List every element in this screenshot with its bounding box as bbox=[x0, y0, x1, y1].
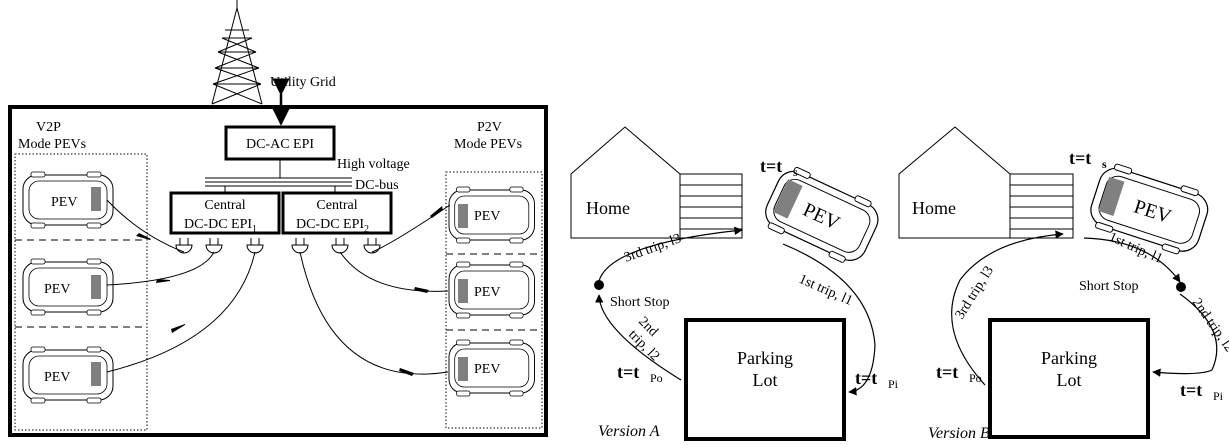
parking-label-a-1: Parking bbox=[737, 348, 793, 368]
trip2-path-b bbox=[1152, 293, 1218, 377]
v2p-pev-3: PEV bbox=[22, 346, 114, 404]
short-stop-dot-b bbox=[1176, 282, 1186, 292]
epi2-sub: 2 bbox=[364, 224, 369, 235]
v2p-pev-1: PEV bbox=[22, 171, 114, 229]
home-label-b: Home bbox=[912, 198, 956, 218]
tpi-sub-b: Pi bbox=[1213, 389, 1224, 403]
p2v-label-1: P2V bbox=[477, 120, 502, 135]
tpo-sub-b: Po bbox=[969, 371, 982, 385]
dc-dc-epi2-box bbox=[281, 191, 393, 235]
p2v-pev-1: PEV bbox=[448, 186, 535, 244]
home-label-a: Home bbox=[586, 198, 630, 218]
parking-label-a-2: Lot bbox=[753, 370, 778, 390]
trip3-path-a bbox=[598, 226, 743, 282]
pev-label: PEV bbox=[474, 362, 500, 377]
short-stop-label-a: Short Stop bbox=[610, 295, 670, 310]
pev-label: PEV bbox=[44, 370, 70, 385]
v2p-label-1: V2P bbox=[36, 120, 61, 135]
p2v-arrowheads bbox=[399, 206, 443, 376]
charging-plugs bbox=[175, 238, 381, 254]
ts-label-b: t=t bbox=[1069, 148, 1091, 168]
tpi-label-a: t=t bbox=[855, 368, 877, 388]
v2p-label-2: Mode PEVs bbox=[18, 137, 86, 152]
parking-label-b-1: Parking bbox=[1041, 348, 1097, 368]
dc-dc-epi1-box bbox=[169, 191, 281, 235]
network-diagram: Utility Grid DC-AC EPI High voltage DC-b… bbox=[8, 0, 548, 437]
epi1-label: DC-DC EPI bbox=[184, 217, 252, 232]
pev-label: PEV bbox=[51, 195, 77, 210]
p2v-pev-3: PEV bbox=[448, 339, 535, 397]
short-stop-label-b: Short Stop bbox=[1079, 279, 1139, 294]
trip2-label-b: 2nd trip, l2 bbox=[1189, 296, 1229, 355]
p2v-label-2: Mode PEVs bbox=[454, 137, 522, 152]
p2v-pev-2: PEV bbox=[448, 261, 535, 319]
trip1-path-a bbox=[782, 243, 876, 396]
trip1-path-b bbox=[1083, 237, 1181, 283]
pev-label: PEV bbox=[474, 209, 500, 224]
dc-bus-label: DC-bus bbox=[355, 178, 399, 193]
trip2-path-a bbox=[595, 294, 682, 381]
tpi-sub-a: Pi bbox=[888, 377, 899, 391]
parking-lot-box-b bbox=[988, 318, 1150, 439]
parking-label-b-2: Lot bbox=[1057, 370, 1082, 390]
dc-bus bbox=[205, 177, 352, 187]
pev-car-a: PEV bbox=[758, 161, 886, 270]
parking-lot-box-a bbox=[684, 318, 846, 441]
epi1-sub: 1 bbox=[252, 224, 257, 235]
epi2-central-label: Central bbox=[316, 198, 357, 213]
trip1-label-a: 1st trip, l1 bbox=[796, 272, 854, 309]
epi2-label: DC-DC EPI bbox=[296, 217, 364, 232]
utility-grid-label: Utility Grid bbox=[270, 75, 336, 90]
v2p-zone bbox=[14, 153, 148, 431]
dc-ac-epi-label: DC-AC EPI bbox=[246, 137, 314, 152]
version-b-diagram: Home PEV t=t s Parking Lot Short Stop 1s… bbox=[898, 126, 1229, 442]
p2v-zone bbox=[445, 171, 543, 429]
epi1-central-label: Central bbox=[204, 198, 245, 213]
v2p-connections bbox=[106, 199, 256, 373]
high-voltage-label: High voltage bbox=[337, 157, 410, 172]
pev-car-b: PEV bbox=[1084, 159, 1214, 260]
system-frame bbox=[8, 105, 548, 437]
home-building-icon bbox=[570, 126, 743, 239]
v2p-arrowheads bbox=[136, 233, 185, 333]
pev-label: PEV bbox=[474, 285, 500, 300]
ts-sub-a: s bbox=[793, 165, 798, 179]
trip3-label-b: 3rd trip, l3 bbox=[953, 264, 997, 322]
tpo-label-b: t=t bbox=[936, 362, 958, 382]
tpo-sub-a: Po bbox=[650, 371, 663, 385]
trip3-path-b bbox=[951, 230, 1064, 386]
pev-label: PEV bbox=[44, 282, 70, 297]
v2p-pev-2: PEV bbox=[22, 258, 114, 316]
ts-sub-b: s bbox=[1102, 157, 1107, 171]
caption-b: Version B bbox=[928, 425, 990, 442]
caption-a: Version A bbox=[598, 423, 660, 440]
short-stop-dot-a bbox=[594, 280, 604, 290]
tpo-label-a: t=t bbox=[617, 362, 639, 382]
transmission-tower-icon bbox=[211, 0, 263, 105]
version-a-diagram: Home PEV t=t s Parking Lot Short Stop 1s… bbox=[570, 126, 899, 441]
home-building-icon bbox=[898, 126, 1074, 239]
tpi-label-b: t=t bbox=[1180, 380, 1202, 400]
ts-label-a: t=t bbox=[760, 156, 782, 176]
